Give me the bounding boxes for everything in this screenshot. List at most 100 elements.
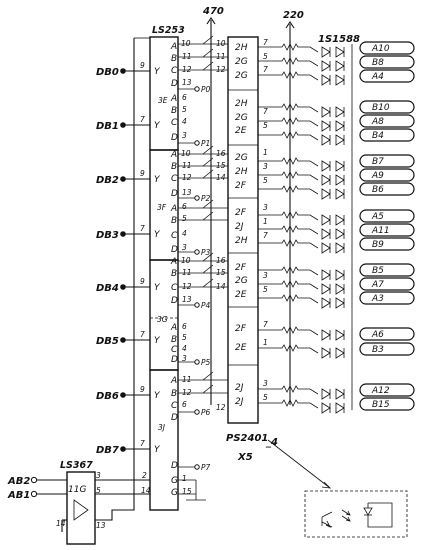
opto-detail-inset — [304, 490, 408, 538]
op-probe-points — [178, 86, 200, 470]
address-inputs — [30, 476, 67, 498]
svg-text:10: 10 — [216, 39, 226, 48]
svg-text:A11: A11 — [371, 226, 390, 236]
gate-label-3g: 3G — [157, 315, 168, 324]
svg-text:B: B — [171, 54, 177, 64]
svg-text:B4: B4 — [372, 131, 384, 141]
buffer-triangle — [73, 499, 89, 521]
svg-text:14: 14 — [141, 486, 151, 495]
svg-text:G: G — [171, 488, 178, 498]
svg-text:B: B — [171, 269, 177, 279]
svg-text:2J: 2J — [235, 397, 244, 407]
svg-text:A12: A12 — [371, 386, 390, 396]
svg-text:2F: 2F — [235, 324, 247, 334]
svg-text:5: 5 — [263, 52, 268, 61]
svg-text:A6: A6 — [371, 330, 384, 340]
opto-chip-count: X5 — [237, 452, 253, 463]
svg-text:C: C — [171, 401, 178, 411]
buffer-wiring — [61, 479, 206, 532]
svg-text:A3: A3 — [371, 294, 384, 304]
svg-text:7: 7 — [140, 224, 145, 233]
svg-text:14: 14 — [216, 282, 226, 291]
svg-text:3: 3 — [263, 271, 268, 280]
svg-text:2G: 2G — [235, 276, 248, 286]
svg-text:7: 7 — [140, 115, 145, 124]
data-input-db1: DB1 — [96, 121, 119, 132]
svg-text:B5: B5 — [372, 266, 384, 276]
svg-text:6: 6 — [182, 202, 187, 211]
selector-to-opto-wires — [178, 35, 228, 405]
svg-text:9: 9 — [140, 385, 145, 394]
svg-text:2H: 2H — [235, 43, 248, 53]
data-input-pins: 9Y 7Y 9Y 7Y 9Y 7Y 9Y 7Y — [140, 61, 161, 455]
svg-text:2H: 2H — [235, 167, 248, 177]
svg-text:A: A — [170, 94, 177, 104]
svg-text:11: 11 — [182, 268, 192, 277]
svg-text:A: A — [170, 376, 177, 386]
svg-text:D: D — [171, 355, 178, 365]
svg-text:B: B — [171, 389, 177, 399]
svg-text:D: D — [171, 79, 178, 89]
svg-text:12: 12 — [182, 173, 192, 182]
svg-text:D: D — [171, 461, 178, 471]
svg-text:16: 16 — [216, 256, 226, 265]
svg-text:2J: 2J — [235, 383, 244, 393]
select-pins-group-0: AB CD AB CD — [170, 42, 178, 143]
svg-text:B6: B6 — [372, 185, 384, 195]
address-pin-ab2: 3 — [96, 471, 101, 480]
svg-text:Y: Y — [154, 121, 161, 131]
data-input-db4: DB4 — [96, 283, 119, 294]
svg-text:B7: B7 — [372, 157, 384, 167]
svg-text:16: 16 — [216, 149, 226, 158]
svg-text:4: 4 — [182, 229, 187, 238]
data-input-db7: DB7 — [96, 445, 119, 456]
svg-text:7: 7 — [263, 320, 268, 329]
svg-text:2J: 2J — [235, 222, 244, 232]
svg-text:C: C — [171, 66, 178, 76]
svg-text:B3: B3 — [372, 345, 384, 355]
svg-text:12: 12 — [182, 65, 192, 74]
svg-text:7: 7 — [140, 439, 145, 448]
svg-text:B8: B8 — [372, 58, 384, 68]
gate-label-3e: 3E — [158, 96, 168, 105]
select-pins-group-2: AB CD AB CD — [170, 257, 178, 365]
svg-text:13: 13 — [182, 78, 192, 87]
svg-text:A10: A10 — [371, 44, 390, 54]
svg-text:B: B — [171, 162, 177, 172]
selector-bank — [149, 36, 179, 511]
svg-text:5: 5 — [263, 393, 268, 402]
svg-text:13: 13 — [96, 521, 106, 530]
opto-group-labels: 2H 2G 2G 2H 2G 2E 2G 2H 2F 2F 2J 2H 2F 2… — [235, 43, 248, 407]
address-pin-ab1: 5 — [96, 486, 101, 495]
opto-chip-label: PS2401 — [226, 433, 268, 444]
svg-text:2E: 2E — [235, 126, 247, 136]
address-input-ab1: AB1 — [7, 490, 30, 501]
select-pins-group-3: AB CD D GG — [170, 376, 178, 498]
svg-text:D: D — [171, 413, 178, 423]
data-input-terminals — [120, 68, 150, 452]
diode-part-label: 1S1588 — [318, 34, 360, 45]
svg-text:P6: P6 — [201, 408, 211, 417]
svg-text:Y: Y — [154, 283, 161, 293]
svg-text:2G: 2G — [235, 57, 248, 67]
svg-text:3: 3 — [263, 203, 268, 212]
svg-text:P1: P1 — [201, 139, 210, 148]
svg-text:5: 5 — [263, 285, 268, 294]
svg-text:A9: A9 — [371, 171, 384, 181]
svg-text:3: 3 — [263, 379, 268, 388]
svg-text:C: C — [171, 283, 178, 293]
address-input-ab2: AB2 — [7, 476, 30, 487]
svg-text:1: 1 — [263, 217, 268, 226]
data-input-db5: DB5 — [96, 336, 119, 347]
svg-text:3: 3 — [182, 243, 187, 252]
svg-text:14: 14 — [56, 519, 66, 528]
data-input-db2: DB2 — [96, 175, 119, 186]
svg-text:7: 7 — [263, 231, 268, 240]
svg-text:A7: A7 — [371, 280, 384, 290]
svg-text:11: 11 — [182, 375, 192, 384]
svg-text:12: 12 — [216, 403, 226, 412]
svg-text:12: 12 — [182, 388, 192, 397]
svg-text:2H: 2H — [235, 99, 248, 109]
svg-text:9: 9 — [140, 277, 145, 286]
svg-text:13: 13 — [182, 295, 192, 304]
